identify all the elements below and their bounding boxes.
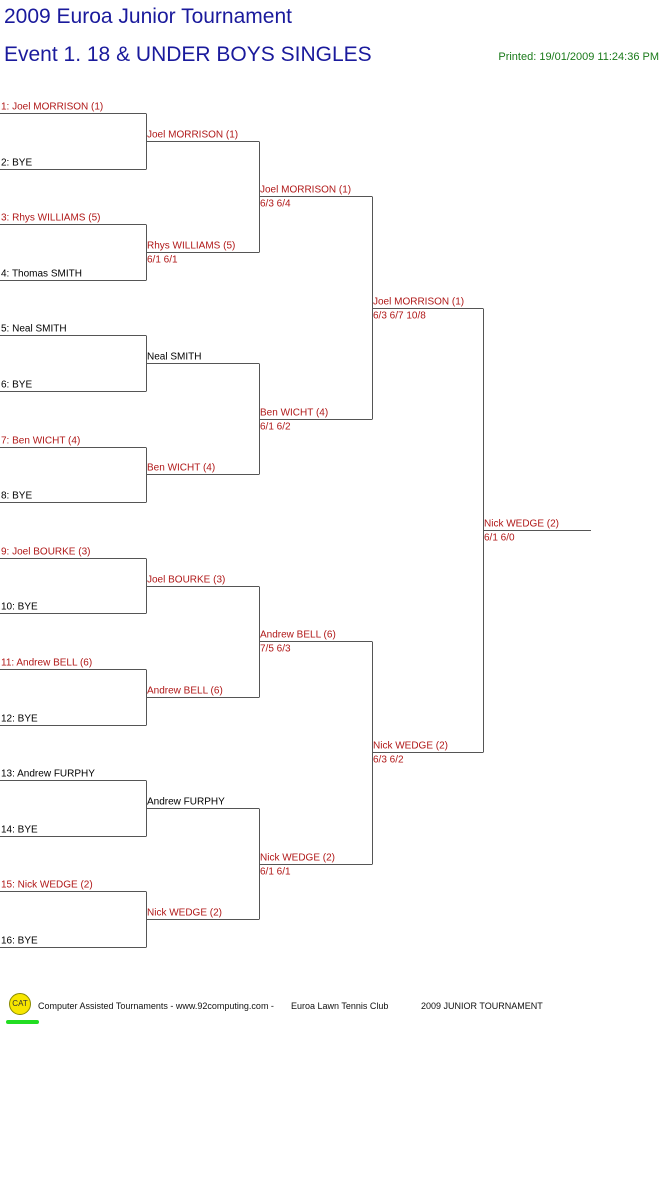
footer-club: Euroa Lawn Tennis Club [291, 1001, 389, 1011]
tournament-title: 2009 Euroa Junior Tournament [4, 5, 292, 28]
draw-player-entry: 1: Joel MORRISON (1) [1, 102, 103, 113]
draw-player-entry: 15: Nick WEDGE (2) [1, 880, 93, 891]
footer: CAT Computer Assisted Tournaments - www.… [0, 990, 661, 1030]
draw-player-entry: 6: BYE [1, 380, 32, 391]
match-score: 6/3 6/2 [373, 755, 404, 766]
footer-credits: Computer Assisted Tournaments - www.92co… [38, 1001, 274, 1011]
draw-player-entry: 11: Andrew BELL (6) [1, 658, 92, 669]
match-score: 6/1 6/1 [260, 867, 291, 878]
match-score: 7/5 6/3 [260, 644, 291, 655]
draw-winner-name: Andrew BELL (6) [147, 686, 223, 697]
footer-tournament: 2009 JUNIOR TOURNAMENT [421, 1001, 543, 1011]
draw-player-entry: 13: Andrew FURPHY [1, 769, 95, 780]
draw-winner-name: Nick WEDGE (2) [147, 908, 222, 919]
match-score: 6/1 6/2 [260, 422, 291, 433]
draw-winner-name: Nick WEDGE (2) [373, 741, 448, 752]
cat-logo-underline [6, 1020, 39, 1024]
draw-player-entry: 14: BYE [1, 825, 38, 836]
draw-winner-name: Neal SMITH [147, 352, 201, 363]
draw-player-entry: 2: BYE [1, 158, 32, 169]
draw-winner-name: Andrew BELL (6) [260, 630, 336, 641]
draw-winner-name: Joel MORRISON (1) [373, 297, 464, 308]
draw-winner-name: Joel MORRISON (1) [260, 185, 351, 196]
match-score: 6/3 6/4 [260, 199, 291, 210]
event-title: Event 1. 18 & UNDER BOYS SINGLES [4, 43, 372, 66]
draw-winner-name: Ben WICHT (4) [147, 463, 215, 474]
match-score: 6/3 6/7 10/8 [373, 311, 426, 322]
draw-player-entry: 8: BYE [1, 491, 32, 502]
cat-logo-icon: CAT [9, 993, 31, 1015]
draw-winner-name: Rhys WILLIAMS (5) [147, 241, 235, 252]
draw-player-entry: 3: Rhys WILLIAMS (5) [1, 213, 100, 224]
draw-player-entry: 16: BYE [1, 936, 38, 947]
draw-bracket: 1: Joel MORRISON (1) 2: BYE 3: Rhys WILLIA… [0, 102, 591, 948]
draw-winner-name: Ben WICHT (4) [260, 408, 328, 419]
draw-winner-name: Joel BOURKE (3) [147, 575, 225, 586]
draw-winner-name: Joel MORRISON (1) [147, 130, 238, 141]
draw-player-entry: 4: Thomas SMITH [1, 269, 82, 280]
draw-winner-name: Nick WEDGE (2) [260, 853, 335, 864]
printed-timestamp: Printed: 19/01/2009 11:24:36 PM [498, 51, 659, 63]
draw-player-entry: 9: Joel BOURKE (3) [1, 547, 90, 558]
draw-player-entry: 5: Neal SMITH [1, 324, 67, 335]
draw-player-entry: 10: BYE [1, 602, 38, 613]
match-score: 6/1 6/0 [484, 533, 515, 544]
draw-winner-name: Nick WEDGE (2) [484, 519, 559, 530]
draw-player-entry: 12: BYE [1, 714, 38, 725]
draw-player-entry: 7: Ben WICHT (4) [1, 436, 80, 447]
draw-winner-name: Andrew FURPHY [147, 797, 225, 808]
match-score: 6/1 6/1 [147, 255, 178, 266]
